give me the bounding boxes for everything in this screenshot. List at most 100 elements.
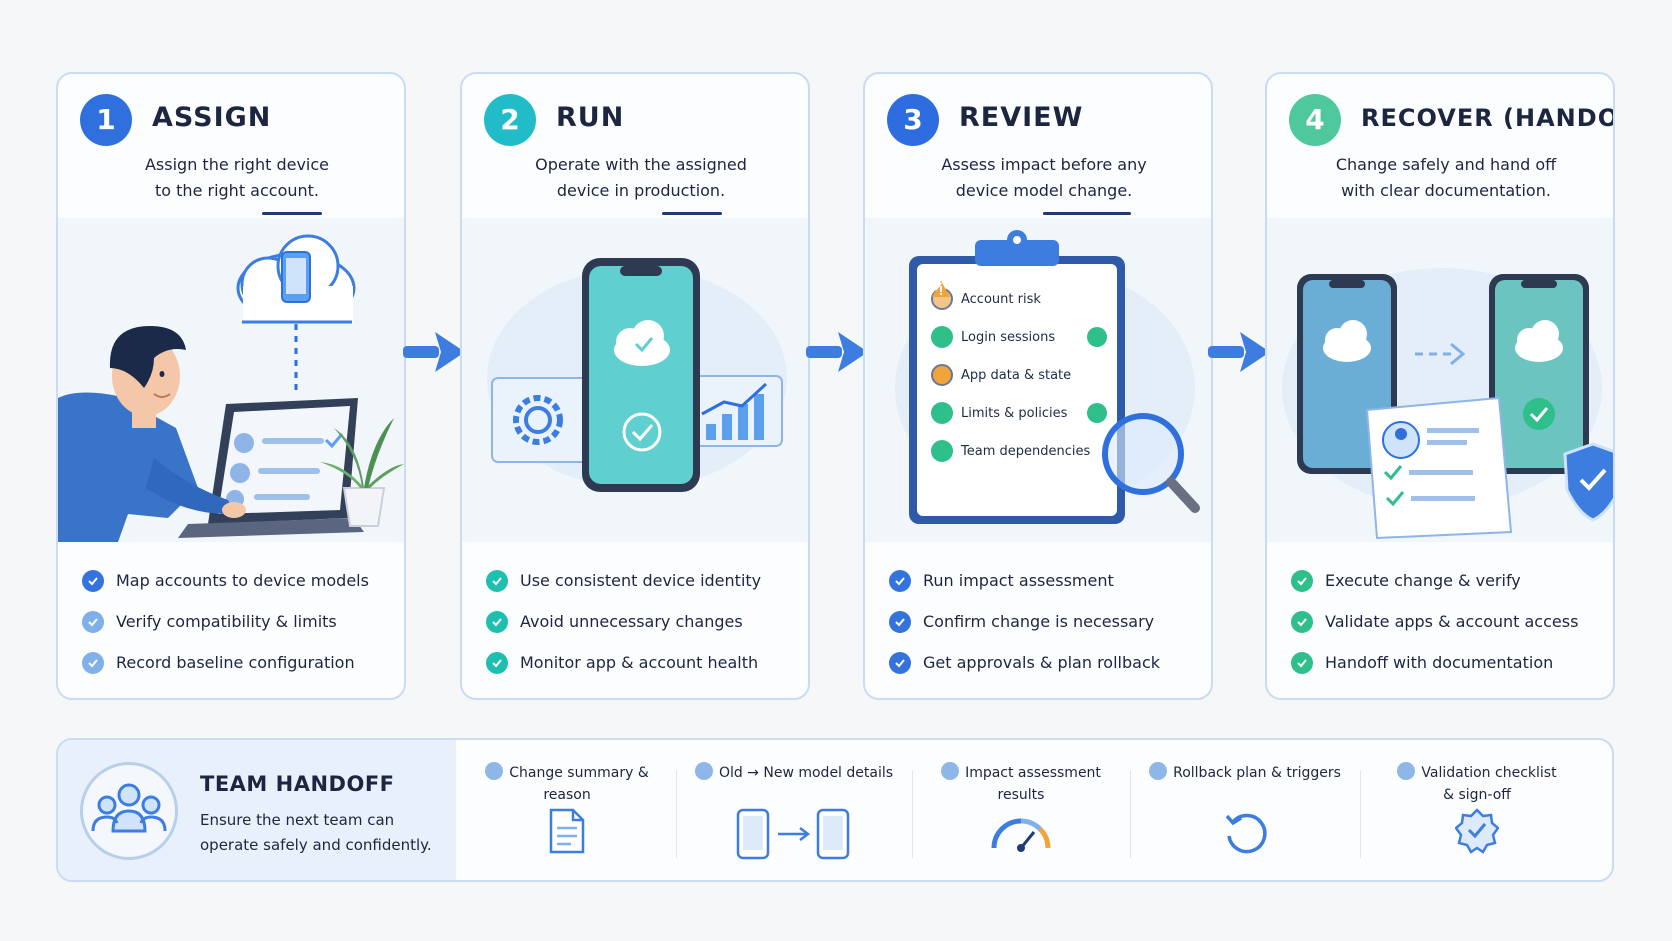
warning-icon xyxy=(932,281,950,297)
check-circle-icon xyxy=(932,282,1107,423)
step-title: REVIEW xyxy=(959,102,1084,133)
check-circle-icon xyxy=(889,651,911,674)
clipboard-row: Limits & policies xyxy=(931,282,1107,432)
check-circle-icon xyxy=(889,610,911,633)
check-circle-icon xyxy=(1291,651,1313,674)
check-circle-icon xyxy=(1291,610,1313,633)
checklist-item: Confirm change is necessary xyxy=(889,601,1199,642)
check-circle-icon xyxy=(82,610,104,633)
handoff-item-line: & sign-off xyxy=(1443,787,1511,803)
clipboard-row: App data & state xyxy=(931,281,1107,394)
handoff-item-line: reason xyxy=(543,787,591,803)
step-number: 3 xyxy=(887,94,939,146)
handoff-item-line: Change summary & xyxy=(509,765,649,781)
step-header: 1 ASSIGN Assign the right device to the … xyxy=(58,74,404,218)
clipboard-label: Limits & policies xyxy=(961,405,1068,421)
divider xyxy=(1130,770,1131,858)
check-circle-icon xyxy=(485,762,504,780)
check-circle-icon xyxy=(486,569,508,592)
check-circle-icon xyxy=(82,569,104,592)
handoff-item-label: Validation checklist & sign-off xyxy=(1364,762,1590,806)
underline-accent xyxy=(662,212,722,215)
clipboard-row: Login sessions xyxy=(931,282,1107,356)
handoff-item-label: Change summary & reason xyxy=(462,762,672,806)
step-title: ASSIGN xyxy=(152,102,272,133)
clipboard-list: Account risk Login sessions App data & s… xyxy=(931,280,1107,470)
review-illustration: Account risk Login sessions App data & s… xyxy=(865,218,1211,542)
gear-panel-icon xyxy=(491,377,593,463)
team-handoff-summary: TEAM HANDOFF Ensure the next team can op… xyxy=(58,740,456,880)
checklist-item: Record baseline configuration xyxy=(82,642,392,683)
rollback-icon xyxy=(1225,813,1267,854)
team-handoff-description-line: Ensure the next team can xyxy=(200,811,395,829)
handoff-item-line: Validation checklist xyxy=(1421,765,1557,781)
checklist-label: Confirm change is necessary xyxy=(923,612,1155,631)
clipboard-label: App data & state xyxy=(961,367,1072,383)
checklist-label: Use consistent device identity xyxy=(520,571,762,590)
step-card-recover: 4 RECOVER (HANDOFF) Change safely and ha… xyxy=(1265,72,1615,700)
person-illustration xyxy=(58,326,246,542)
arrow-right-icon xyxy=(403,332,465,372)
underline-accent xyxy=(1043,212,1131,215)
team-handoff-description: Ensure the next team can operate safely … xyxy=(200,808,432,858)
handoff-document-icon xyxy=(1365,396,1513,540)
shield-check-icon xyxy=(1563,442,1613,522)
checklist-item: Avoid unnecessary changes xyxy=(486,601,796,642)
checklist-label: Handoff with documentation xyxy=(1325,653,1554,672)
clipboard-row: Account risk xyxy=(931,280,1107,318)
checklist-label: Monitor app & account health xyxy=(520,653,759,672)
plant-icon xyxy=(320,418,404,527)
check-circle-icon xyxy=(82,651,104,674)
new-phone-icon xyxy=(1489,274,1589,474)
step-checklist: Map accounts to device models Verify com… xyxy=(82,560,392,683)
handoff-item-validation-checklist: Validation checklist & sign-off xyxy=(1364,762,1590,872)
team-handoff-panel: TEAM HANDOFF Ensure the next team can op… xyxy=(56,738,1614,882)
step-checklist: Execute change & verify Validate apps & … xyxy=(1291,560,1601,683)
team-handoff-title: TEAM HANDOFF xyxy=(200,772,395,796)
checklist-item: Validate apps & account access xyxy=(1291,601,1601,642)
checklist-item: Get approvals & plan rollback xyxy=(889,642,1199,683)
checklist-item: Run impact assessment xyxy=(889,560,1199,601)
checklist-label: Get approvals & plan rollback xyxy=(923,653,1160,672)
divider xyxy=(1360,770,1361,858)
step-description: Assign the right device to the right acc… xyxy=(58,152,404,204)
handoff-item-impact-results: Impact assessment results xyxy=(916,762,1126,872)
step-description: Assess impact before any device model ch… xyxy=(865,152,1211,204)
checklist-label: Verify compatibility & limits xyxy=(116,612,337,631)
team-handoff-description-line: operate safely and confidently. xyxy=(200,836,432,854)
check-circle-icon xyxy=(931,282,953,424)
step-description-line: Assess impact before any xyxy=(941,155,1147,174)
handoff-item-label: Impact assessment results xyxy=(916,762,1126,806)
step-checklist: Run impact assessment Confirm change is … xyxy=(889,560,1199,683)
check-circle-icon xyxy=(931,282,953,348)
step-card-review: 3 REVIEW Assess impact before any device… xyxy=(863,72,1213,700)
check-circle-icon xyxy=(1291,569,1313,592)
phone-icon xyxy=(582,258,700,492)
step-title: RUN xyxy=(556,102,625,133)
check-circle-icon xyxy=(889,569,911,592)
step-header: 4 RECOVER (HANDOFF) Change safely and ha… xyxy=(1267,74,1613,218)
step-description: Operate with the assigned device in prod… xyxy=(462,152,808,204)
checklist-item: Use consistent device identity xyxy=(486,560,796,601)
assign-illustration xyxy=(58,218,404,542)
check-circle-icon xyxy=(694,762,713,780)
arrow-right-icon xyxy=(1208,332,1270,372)
clipboard-row: Team dependencies xyxy=(931,282,1107,470)
step-description-line: Change safely and hand off xyxy=(1335,155,1557,174)
underline-accent xyxy=(262,212,322,215)
checklist-item: Map accounts to device models xyxy=(82,560,392,601)
checklist-item: Handoff with documentation xyxy=(1291,642,1601,683)
checklist-label: Execute change & verify xyxy=(1325,571,1521,590)
step-description-line: to the right account. xyxy=(155,181,319,200)
cloud-phone-icon xyxy=(236,234,356,324)
growth-chart-icon xyxy=(693,375,783,447)
clipboard-label: Login sessions xyxy=(961,329,1056,345)
handoff-item-line: Impact assessment xyxy=(965,765,1101,781)
step-description-line: Operate with the assigned xyxy=(535,155,747,174)
handoff-item-line: results xyxy=(997,787,1045,803)
step-description-line: device model change. xyxy=(955,181,1133,200)
handoff-item-line: Old → New model details xyxy=(718,765,894,781)
checklist-label: Record baseline configuration xyxy=(116,653,355,672)
team-icon xyxy=(80,762,178,860)
step-number: 2 xyxy=(484,94,536,146)
